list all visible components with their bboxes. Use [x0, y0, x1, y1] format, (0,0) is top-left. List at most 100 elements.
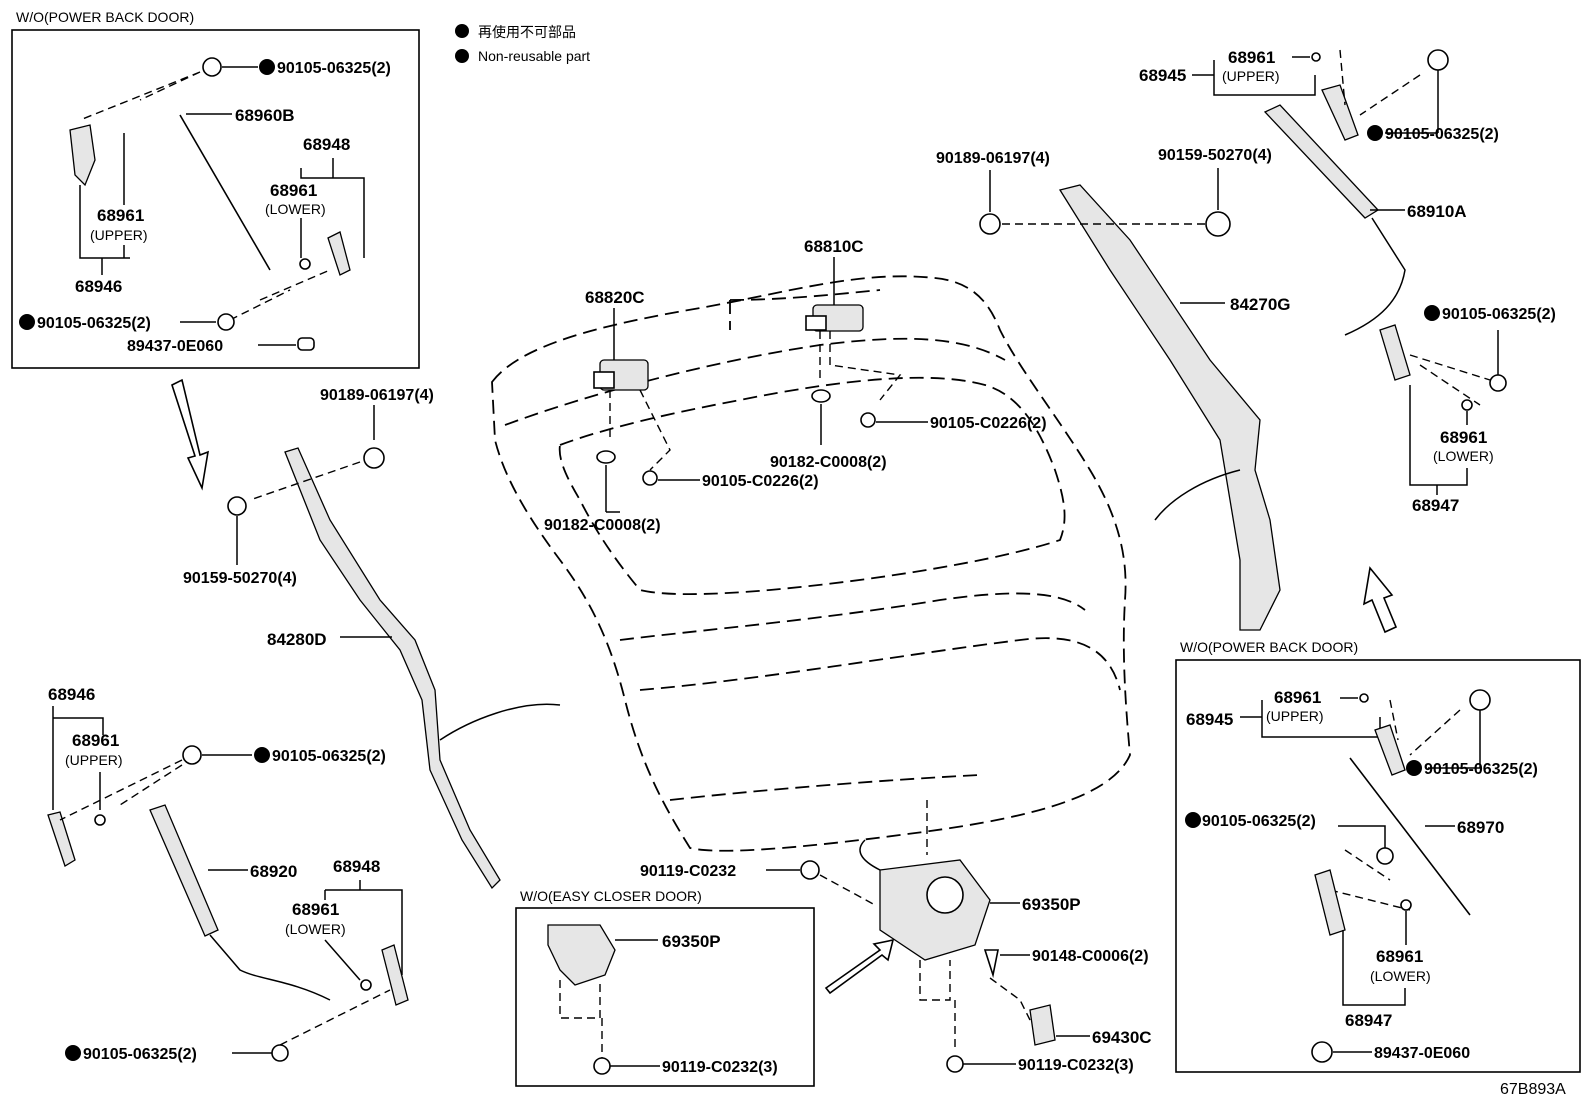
bolt-icon: [202, 57, 222, 77]
part-number-90182-C0008: 90182-C0008(2): [544, 517, 661, 534]
sub-label-lower: (LOWER): [1370, 968, 1431, 984]
non-reusable-dot-icon: [19, 314, 35, 330]
non-reusable-dot-icon: [1185, 812, 1201, 828]
nut-icon: [299, 258, 311, 270]
non-reusable-dot-icon: [455, 24, 469, 38]
box-frame: [11, 29, 420, 369]
box-bottom-center: W/O(EASY CLOSER DOOR): [515, 888, 815, 1087]
bolt-icon: [860, 412, 876, 428]
part-number-90105-06325: 90105-06325(2): [277, 60, 391, 77]
part-number-90148-C0006: 90148-C0006(2): [1032, 948, 1149, 965]
part-number-90189-06197: 90189-06197(4): [936, 150, 1050, 167]
cap-icon: [297, 337, 315, 351]
clip-icon: [1205, 211, 1231, 237]
hinge-68810C: 68810C: [804, 237, 864, 332]
striker-69430C: [1029, 1004, 1056, 1046]
bolt-icon: [642, 470, 658, 486]
part-number-90182-C0008: 90182-C0008(2): [770, 454, 887, 471]
sub-label-upper: (UPPER): [1266, 708, 1324, 724]
part-number-84280D: 84280D: [267, 630, 327, 649]
arrow-icon: [1362, 566, 1398, 634]
sub-label-lower: (LOWER): [1433, 448, 1494, 464]
box-top-left: W/O(POWER BACK DOOR): [11, 9, 420, 369]
part-number-90119-C0232: 90119-C0232(3): [1018, 1057, 1134, 1074]
nut-icon: [1359, 693, 1369, 703]
drawing-id: 67B893A: [1500, 1081, 1566, 1098]
bolt-icon: [217, 313, 235, 331]
part-number-90105-06325: 90105-06325(2): [37, 315, 151, 332]
part-number-68945: 68945: [1139, 66, 1186, 85]
washer-icon: [596, 450, 616, 464]
part-number-68961: 68961: [72, 731, 119, 750]
part-number-68960B: 68960B: [235, 106, 295, 125]
part-number-90105-C0226: 90105-C0226(2): [702, 473, 819, 490]
part-number-84270G: 84270G: [1230, 295, 1291, 314]
box-header: W/O(POWER BACK DOOR): [16, 9, 194, 25]
part-number-68961: 68961: [270, 181, 317, 200]
part-number-90159-50270: 90159-50270(4): [1158, 147, 1272, 164]
bottom-right-assembly: 68945 68961 (UPPER) 90105-06325(2) 68970…: [1185, 688, 1538, 1063]
part-number-90119-C0232: 90119-C0232: [640, 863, 736, 880]
part-number-68970: 68970: [1457, 818, 1504, 837]
bolt-icon: [1489, 374, 1507, 392]
part-number-90105-06325: 90105-06325(2): [1385, 126, 1499, 143]
weatherstrip-84270G: 84270G 90189-06197(4) 90159-50270(4): [936, 147, 1291, 631]
bolt-icon: [1469, 689, 1491, 711]
arrow-down-left: [171, 378, 210, 491]
part-number-68961: 68961: [292, 900, 339, 919]
top-right-assembly: 68945 68961 (UPPER) 90105-06325(2) 68910…: [1139, 48, 1556, 515]
lower-bracket: [327, 231, 351, 276]
part-number-69430C: 69430C: [1092, 1028, 1152, 1047]
part-number-89437-0E060: 89437-0E060: [127, 338, 223, 355]
sub-label-upper: (UPPER): [1222, 68, 1280, 84]
sub-label-lower: (LOWER): [285, 921, 346, 937]
nut-icon: [1461, 399, 1473, 411]
nut-icon: [1400, 899, 1412, 911]
gas-strut-68970: [1349, 757, 1471, 916]
sub-label-lower: (LOWER): [265, 201, 326, 217]
box-header: W/O(POWER BACK DOOR): [1180, 639, 1358, 655]
box-frame: [515, 907, 815, 1087]
non-reusable-dot-icon: [254, 747, 270, 763]
part-number-68947: 68947: [1345, 1011, 1392, 1030]
bolt-icon: [271, 1044, 289, 1062]
hinge-fasteners: 90105-C0226(2) 90182-C0008(2) 90105-C022…: [544, 331, 1047, 534]
arrow-icon: [824, 938, 895, 995]
upper-bracket: [1374, 724, 1406, 776]
upper-bracket: [1321, 84, 1359, 141]
part-number-69350P: 69350P: [662, 932, 721, 951]
part-number-68947: 68947: [1412, 496, 1459, 515]
part-number-68948: 68948: [333, 857, 380, 876]
part-number-90105-C0226: 90105-C0226(2): [930, 415, 1047, 432]
lower-bracket: [1314, 869, 1346, 936]
part-number-90189-06197: 90189-06197(4): [320, 387, 434, 404]
part-number-68946: 68946: [48, 685, 95, 704]
sub-label-upper: (UPPER): [90, 227, 148, 243]
part-number-68946: 68946: [75, 277, 122, 296]
gear-icon: [926, 876, 964, 914]
screw-icon: [983, 949, 999, 979]
legend-japanese: 再使用不可部品: [478, 24, 576, 40]
part-number-89437-0E060: 89437-0E060: [1374, 1045, 1470, 1062]
non-reusable-dot-icon: [1406, 760, 1422, 776]
nut-icon: [94, 814, 106, 826]
upper-bracket: [69, 124, 96, 187]
gas-strut-68910A: [1263, 104, 1380, 219]
part-number-90105-06325: 90105-06325(2): [1424, 761, 1538, 778]
arrow-up-right: [1362, 566, 1398, 634]
part-number-90105-06325: 90105-06325(2): [83, 1046, 197, 1063]
lock-assembly-center: 90119-C0232 69350P 90148-C0006(2) 69430C…: [640, 839, 1152, 1074]
non-reusable-dot-icon: [259, 59, 275, 75]
nut-icon: [1311, 52, 1321, 62]
bottom-left-assembly: 68946 68961 (UPPER) 90105-06325(2) 68920…: [47, 685, 409, 1063]
legend-english: Non-reusable part: [478, 48, 590, 64]
part-number-69350P: 69350P: [1022, 895, 1081, 914]
bolt-icon: [1376, 847, 1394, 865]
back-door-outline: [491, 275, 1131, 855]
bolt-icon: [593, 1057, 611, 1075]
box-bottom-right: W/O(POWER BACK DOOR): [1175, 639, 1581, 1073]
part-number-90159-50270: 90159-50270(4): [183, 570, 297, 587]
non-reusable-dot-icon: [65, 1045, 81, 1061]
legend: 再使用不可部品 Non-reusable part: [455, 24, 590, 64]
